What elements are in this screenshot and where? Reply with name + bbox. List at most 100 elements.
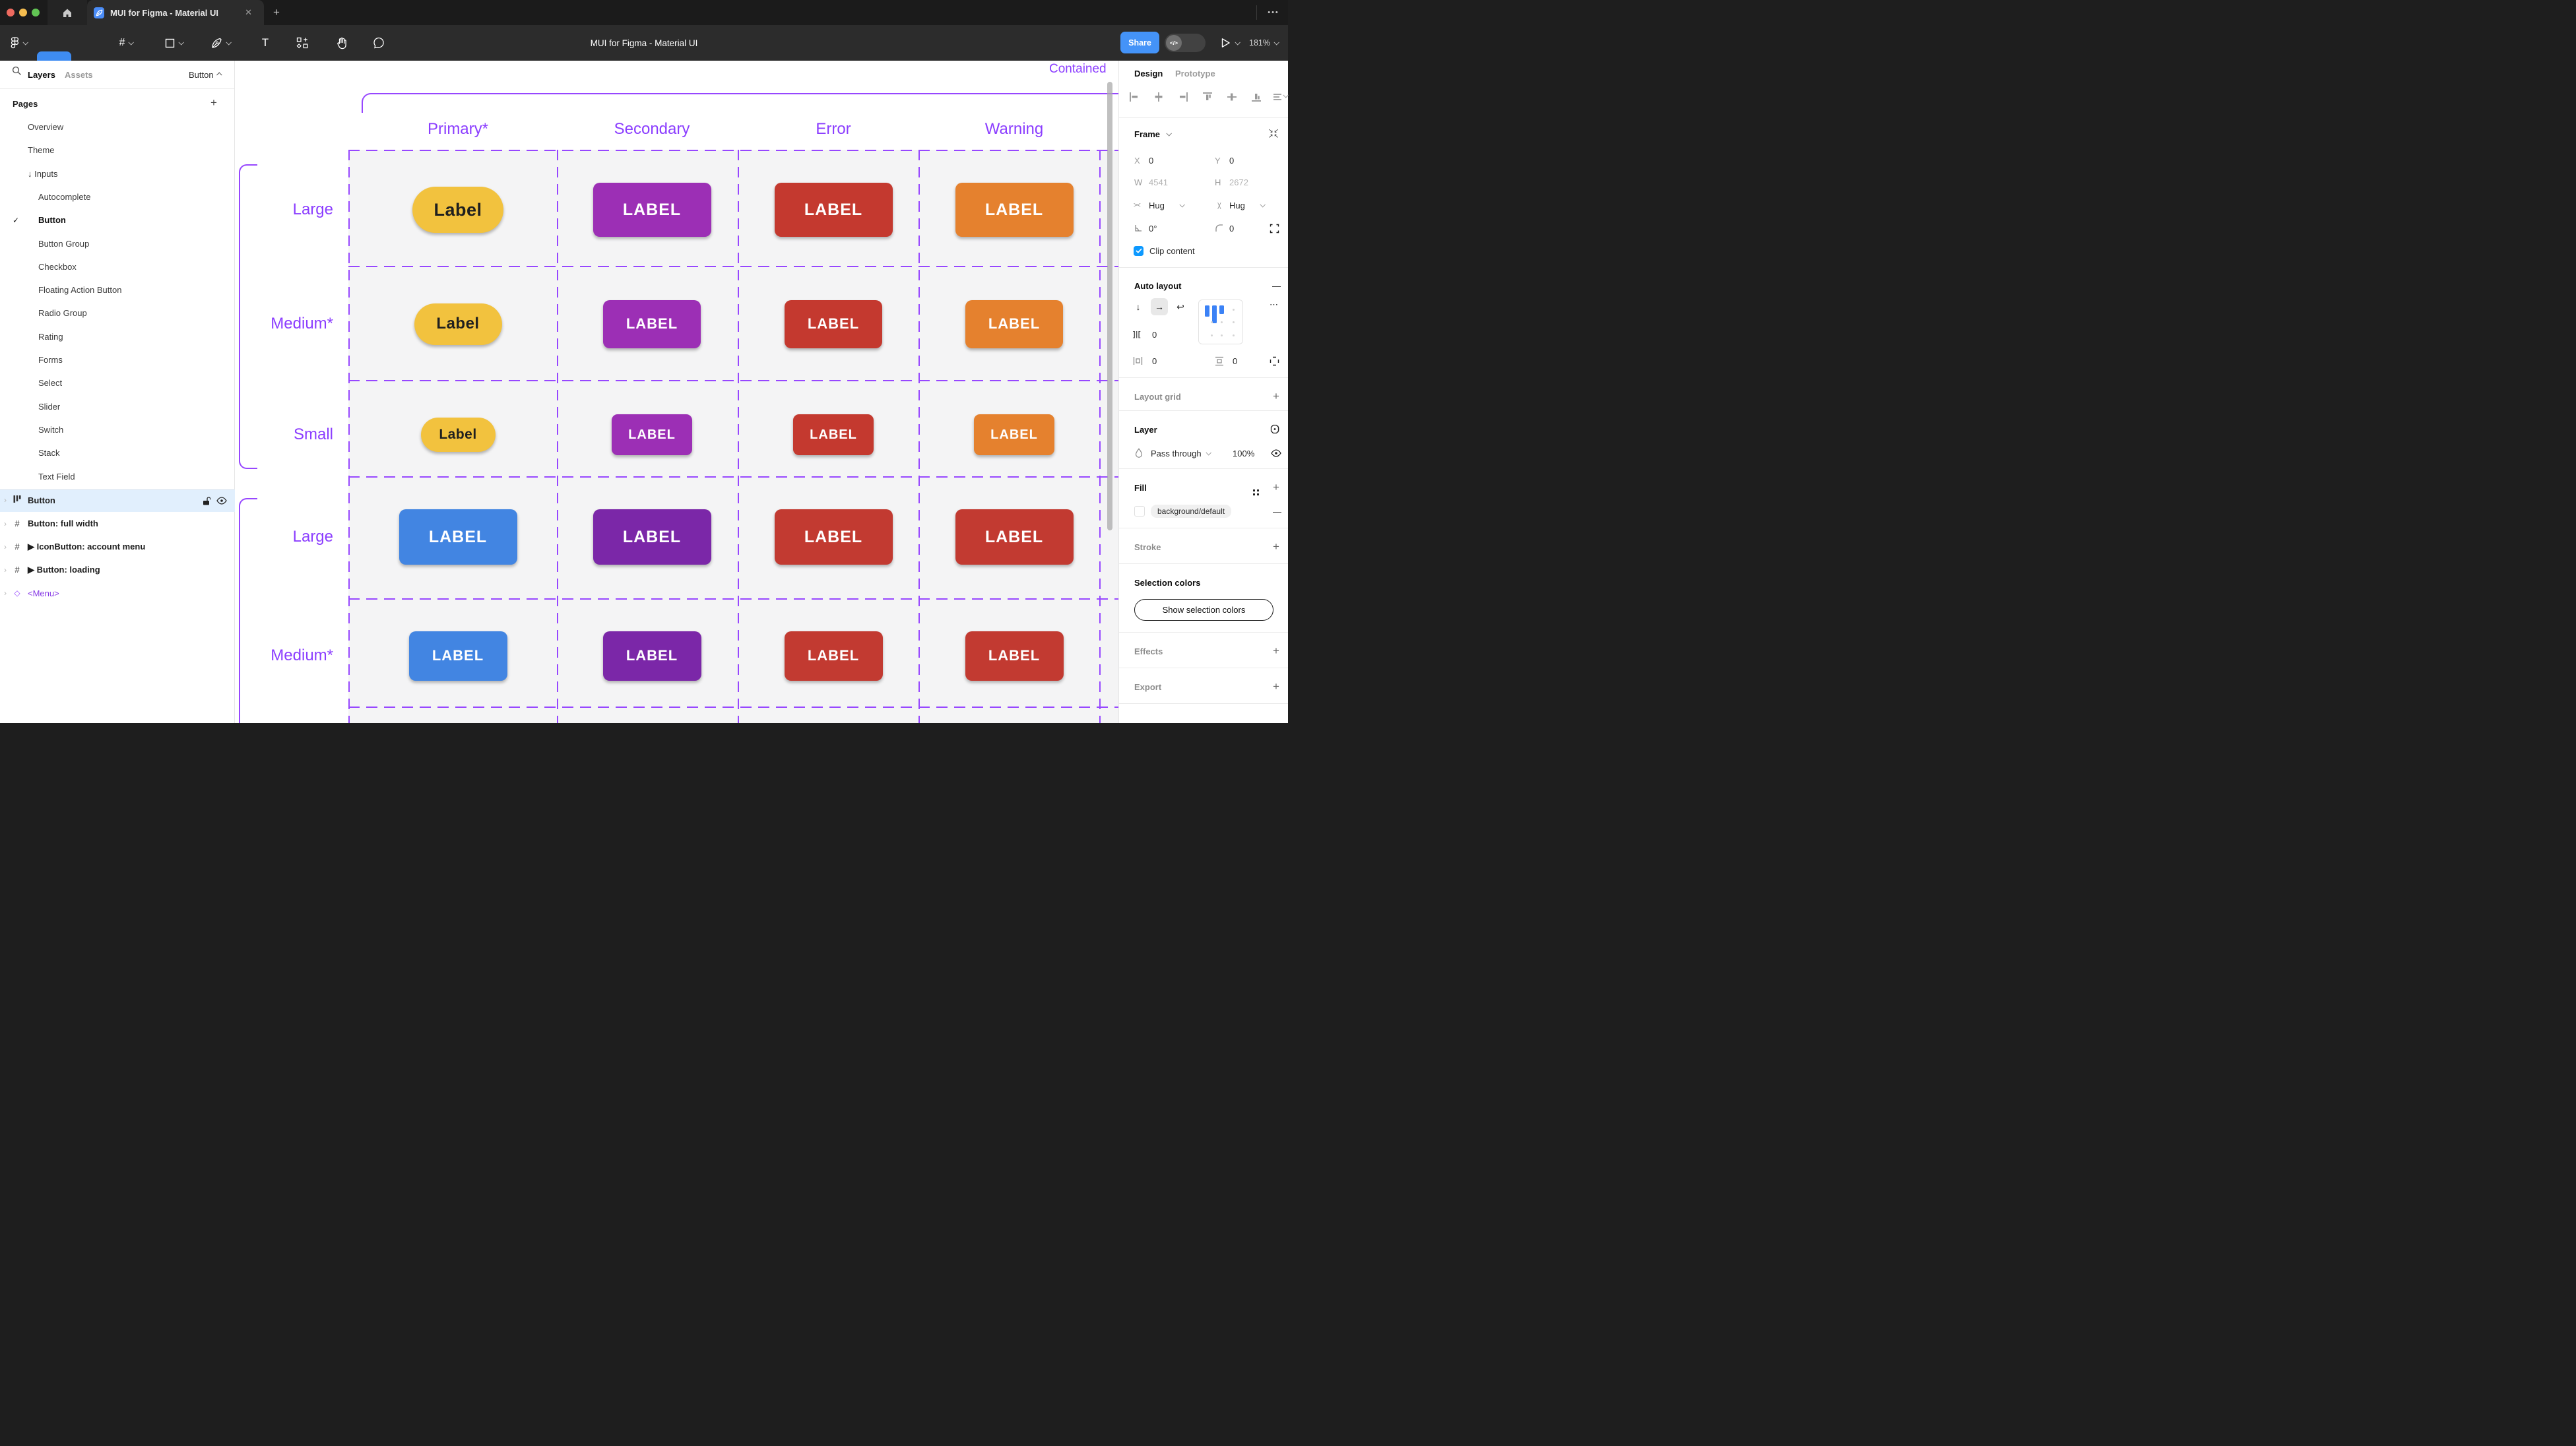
page-item-forms[interactable]: Forms [0,348,234,371]
comment-tool-button[interactable] [370,25,388,61]
gap-value[interactable]: 0 [1152,329,1157,340]
layout-wrap[interactable]: ↩ [1176,301,1184,312]
hand-tool-button[interactable] [333,25,351,61]
width-field-value[interactable]: 4541 [1149,177,1168,187]
corner-radius-value[interactable]: 0 [1229,223,1235,234]
frame-type-dropdown[interactable]: Frame [1134,129,1161,139]
canvas-button-r0-c2[interactable]: LABEL [774,183,893,237]
horizontal-padding-value[interactable]: 0 [1152,356,1157,366]
canvas-button-r4-c1[interactable]: LABEL [602,631,701,681]
search-icon[interactable] [12,66,22,76]
page-item-checkbox[interactable]: Checkbox [0,255,234,278]
layer-visibility-icon[interactable] [1271,449,1281,457]
close-window-button[interactable] [7,9,15,16]
align-top-icon[interactable] [1202,92,1213,102]
page-item-floating-action-button[interactable]: Floating Action Button [0,278,234,301]
layer-row-button-full-width[interactable]: ›#Button: full width [0,513,234,535]
layout-direction-right[interactable]: → [1151,298,1168,315]
x-field-value[interactable]: 0 [1149,155,1154,166]
canvas-button-r1-c1[interactable]: LABEL [603,299,701,348]
page-item-button[interactable]: ✓Button [0,208,234,232]
canvas-button-r3-c1[interactable]: LABEL [593,509,711,565]
independent-padding-icon[interactable] [1270,356,1279,366]
align-bottom-icon[interactable] [1251,92,1262,102]
page-item-theme[interactable]: Theme [0,139,234,162]
expand-chevron-icon[interactable]: › [4,565,7,575]
tab-prototype[interactable]: Prototype [1175,68,1215,79]
independent-corners-icon[interactable] [1270,224,1279,234]
document-tab[interactable]: MUI for Figma - Material UI ✕ [87,0,264,25]
height-field-value[interactable]: 2672 [1229,177,1248,187]
resources-tool-button[interactable] [293,25,311,61]
canvas-scrollbar[interactable] [1107,82,1112,530]
zoom-level-control[interactable]: 181% [1249,25,1279,61]
canvas-button-r4-c2[interactable]: LABEL [784,631,883,681]
pen-tool-button[interactable] [207,25,234,61]
rotation-value[interactable]: 0° [1149,223,1157,234]
opacity-value[interactable]: 100% [1233,448,1255,458]
auto-layout-more-button[interactable]: ⋯ [1270,299,1279,309]
minimize-window-button[interactable] [19,9,27,16]
show-selection-colors-button[interactable]: Show selection colors [1134,599,1273,621]
fill-styles-icon[interactable] [1253,489,1255,491]
add-page-button[interactable]: + [210,96,217,109]
layer-row--iconbutton-account-menu[interactable]: ›#▶ IconButton: account menu [0,536,234,558]
page-item-radio-group[interactable]: Radio Group [0,301,234,325]
page-item-autocomplete[interactable]: Autocomplete [0,185,234,208]
page-item-select[interactable]: Select [0,371,234,394]
hug-vertical-value[interactable]: Hug [1229,200,1245,210]
page-item--inputs[interactable]: ↓ Inputs [0,162,234,185]
dev-mode-toggle[interactable]: </> [1165,34,1206,52]
add-layout-grid-button[interactable]: + [1273,390,1279,402]
share-button[interactable]: Share [1120,32,1159,53]
main-menu-button[interactable] [5,25,32,61]
vertical-padding-value[interactable]: 0 [1233,356,1238,366]
y-field-value[interactable]: 0 [1229,155,1235,166]
page-item-rating[interactable]: Rating [0,325,234,348]
distribute-icon[interactable] [1272,92,1283,102]
add-fill-button[interactable]: + [1273,481,1279,493]
canvas-button-r3-c0[interactable]: LABEL [399,509,517,565]
layer-row-button[interactable]: ›Button [0,489,234,511]
remove-auto-layout-button[interactable]: — [1272,280,1281,291]
window-more-menu[interactable]: ••• [1268,9,1279,16]
tab-design[interactable]: Design [1134,68,1163,79]
blend-mode-value[interactable]: Pass through [1151,448,1202,458]
tab-layers[interactable]: Layers [28,70,55,80]
align-h-center-icon[interactable] [1153,92,1164,102]
canvas-button-r0-c0[interactable]: Label [412,187,503,233]
visibility-icon[interactable] [216,497,227,505]
present-button[interactable] [1221,25,1240,61]
canvas-button-r2-c0[interactable]: Label [420,418,496,452]
page-item-button-group[interactable]: Button Group [0,232,234,255]
expand-chevron-icon[interactable]: › [4,542,7,551]
canvas-button-r0-c3[interactable]: LABEL [955,183,1074,237]
layer-row--button-loading[interactable]: ›#▶ Button: loading [0,559,234,581]
align-right-icon[interactable] [1178,92,1188,102]
page-item-overview[interactable]: Overview [0,115,234,139]
canvas-button-r1-c3[interactable]: LABEL [965,299,1063,348]
fill-token-chip[interactable]: background/default [1151,505,1232,518]
canvas-button-r1-c2[interactable]: LABEL [785,299,882,348]
text-tool-button[interactable]: T [257,25,273,61]
blend-mode-icon[interactable] [1270,424,1281,434]
layer-row--menu-[interactable]: ›◇<Menu> [0,582,234,604]
canvas-button-r3-c3[interactable]: LABEL [955,509,1074,565]
page-item-slider[interactable]: Slider [0,395,234,418]
tab-close-icon[interactable]: ✕ [245,7,252,17]
new-tab-button[interactable]: + [273,6,280,18]
expand-chevron-icon[interactable]: › [4,495,7,505]
component-selector[interactable]: Button [189,70,214,80]
canvas-button-r2-c3[interactable]: LABEL [974,414,1054,455]
unlock-icon[interactable] [202,496,210,506]
shape-tool-button[interactable] [160,25,187,61]
zoom-window-button[interactable] [32,9,40,16]
expand-chevron-icon[interactable]: › [4,519,7,528]
shrink-to-fit-icon[interactable]: ↘↙↗↖ [1268,127,1280,139]
clip-content-checkbox[interactable] [1134,245,1143,256]
align-left-icon[interactable] [1129,92,1140,102]
tab-assets[interactable]: Assets [65,70,93,80]
canvas-button-r2-c2[interactable]: LABEL [793,414,874,455]
alignment-grid-widget[interactable] [1198,299,1243,344]
